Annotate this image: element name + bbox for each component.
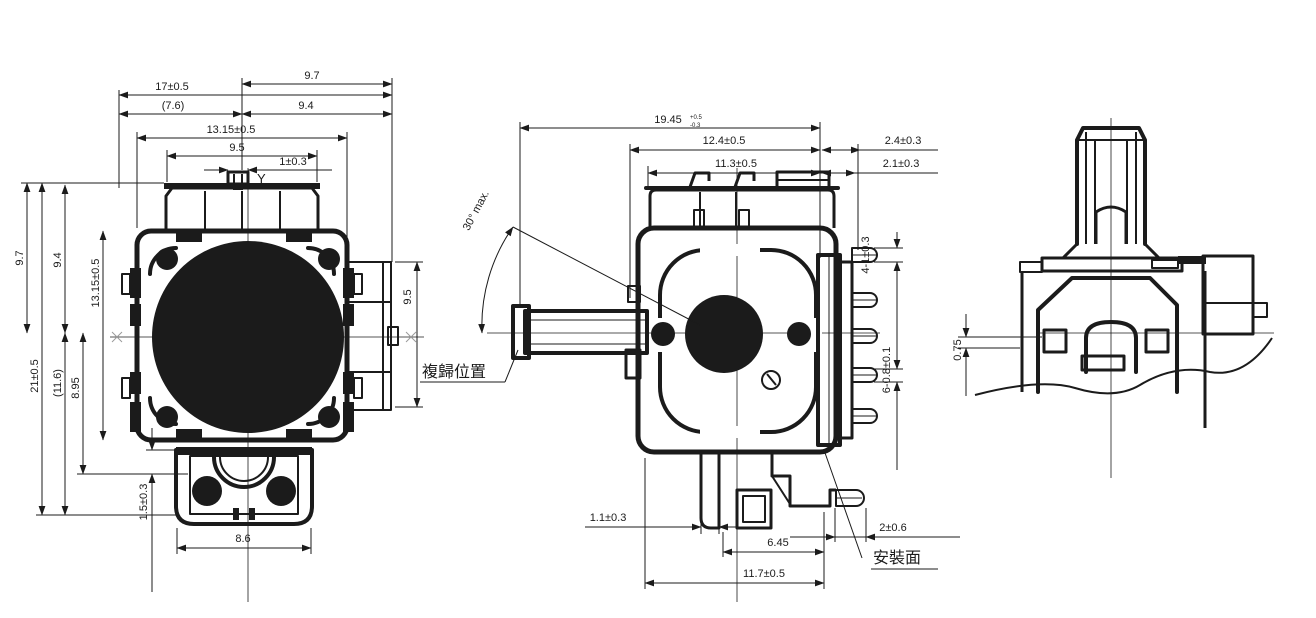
front-bottom-connector: [174, 447, 314, 526]
index-tab: [226, 170, 250, 186]
datum-cross-left: [111, 331, 123, 343]
end-cup: [1084, 320, 1138, 374]
side-top-connector: [644, 170, 840, 229]
dim-label: 19.45: [654, 114, 682, 126]
dim-label: 2.1±0.3: [883, 158, 920, 170]
dim-label: 6-0.8±0.1: [881, 347, 893, 393]
front-dims-top: 9.7 17±0.5 (7.6) 9.4 13.15±0.5 9.5 1±0.3: [118, 70, 393, 262]
dim-tolerance-sup: +0.5: [690, 115, 703, 121]
dim-label: 6.45: [767, 537, 788, 549]
dim-label: 13.15±0.5: [90, 259, 102, 308]
dim-label: (11.6): [52, 369, 64, 397]
end-connector: [1201, 254, 1268, 336]
dim-label: 9.5: [229, 142, 244, 154]
dim-label: 2±0.6: [879, 522, 906, 534]
end-centerlines: [1038, 118, 1274, 478]
dim-label: 2.4±0.3: [885, 135, 922, 147]
break-line: [974, 337, 1273, 396]
dim-label: 9.5: [402, 289, 414, 304]
front-top-connector: Y: [164, 170, 320, 231]
side-potentiometer: [816, 247, 878, 447]
dim-label: 1±0.3: [279, 156, 306, 168]
end-flange: [1019, 242, 1206, 273]
return-position-callout: 複歸位置: [420, 349, 519, 383]
dim-label: 4-1±0.3: [860, 236, 872, 273]
shaft-window: [1094, 205, 1128, 244]
mounting-surface-callout: 2±0.6 安裝面: [790, 449, 960, 570]
side-body: [624, 225, 839, 455]
side-feet: [699, 452, 865, 530]
end-body: [1020, 271, 1207, 428]
dim-label: 0.75: [952, 339, 964, 360]
pivot-ball: [685, 295, 763, 373]
stick-dome: [152, 241, 344, 433]
front-body: [121, 228, 363, 443]
front-view: Y: [14, 70, 424, 602]
end-view: 0.75: [952, 118, 1274, 478]
dim-label: 21±0.5: [29, 359, 41, 393]
front-dims-bottom-right: 8.6 9.5: [176, 261, 423, 554]
dim-label: (7.6): [162, 100, 185, 112]
bottom-pin: [835, 489, 865, 507]
dim-label: 17±0.5: [155, 81, 189, 93]
dim-label: 9.4: [298, 100, 313, 112]
end-shaft: [1075, 126, 1147, 246]
pot-pins: [851, 247, 878, 424]
dim-label: 8.95: [70, 377, 82, 398]
side-dims-pins: 4-1±0.3 6-0.8±0.1: [860, 232, 903, 470]
side-dims-bottom: 1.1±0.3 6.45 11.7±0.5: [585, 458, 825, 589]
side-view: 30° max. 複歸位置 19.45 +0.5 -0.3 12.4±0.5 1…: [420, 114, 960, 602]
dim-label: 9.7: [304, 70, 319, 82]
mounting-surface-label: 安裝面: [873, 549, 921, 567]
side-shaft: [511, 304, 649, 360]
dim-label: 11.3±0.5: [715, 158, 757, 170]
dim-label: 9.7: [14, 250, 26, 265]
dim-label: 11.7±0.5: [743, 568, 785, 580]
dim-tolerance-sub: -0.3: [690, 123, 701, 129]
dim-label: 12.4±0.5: [703, 135, 746, 147]
dim-label: 1.1±0.3: [590, 512, 627, 524]
angle-label: 30° max.: [461, 189, 492, 233]
dim-label: 8.6: [235, 533, 250, 545]
dim-label: 9.4: [52, 252, 64, 267]
dim-label: 1.5±0.3: [138, 484, 150, 521]
front-dims-left: 9.7 21±0.5 9.4 (11.6) 8.95 13.15±0.5 1.5…: [14, 182, 190, 592]
front-right-bracket: [346, 261, 399, 411]
return-position-label: 複歸位置: [422, 363, 486, 381]
side-dims-top: 19.45 +0.5 -0.3 12.4±0.5 11.3±0.5 2.4±0.…: [519, 114, 938, 304]
end-dims: 0.75: [952, 314, 1042, 396]
dim-label: 13.15±0.5: [207, 124, 256, 136]
y-axis-label: Y: [257, 171, 266, 186]
